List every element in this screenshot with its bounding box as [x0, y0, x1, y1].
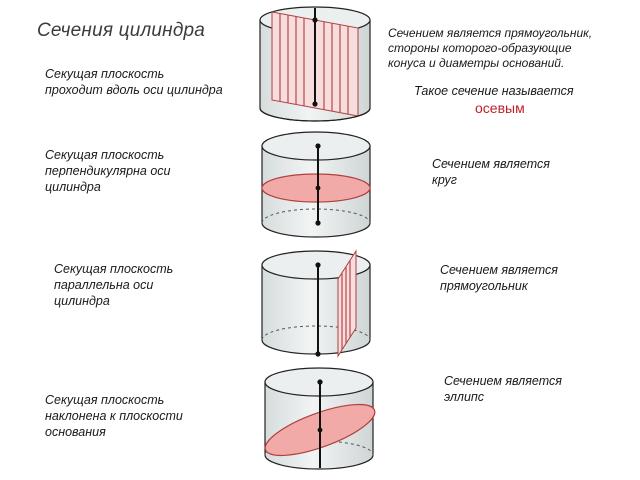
page-title: Сечения цилиндра: [37, 20, 206, 41]
row3-right-label: Сечением является прямоугольник: [440, 263, 558, 293]
parallel-rectangle-section: [337, 249, 357, 358]
row4-right-label: Сечением является эллипс: [444, 374, 562, 404]
row2-left-label: Секущая плоскость перпендикулярна оси ци…: [45, 148, 171, 194]
row1-note: Такое сечение называется: [414, 84, 574, 98]
row1-left-label: Секущая плоскость проходит вдоль оси цил…: [45, 67, 223, 97]
cylinder-parallel-section: [261, 249, 371, 358]
row4-left-label: Секущая плоскость наклонена к плоскости …: [45, 393, 183, 439]
cylinder-perpendicular-section: [261, 131, 371, 238]
row2-right-label: Сечением является круг: [432, 157, 550, 187]
row1-term-axial: осевым: [475, 100, 525, 116]
row3-left-label: Секущая плоскость параллельна оси цилинд…: [54, 262, 174, 308]
cylinder-inclined-section: [264, 367, 376, 470]
row1-right-label: Сечением является прямоугольник, стороны…: [388, 26, 593, 70]
cylinder-axial-section: [259, 6, 371, 122]
